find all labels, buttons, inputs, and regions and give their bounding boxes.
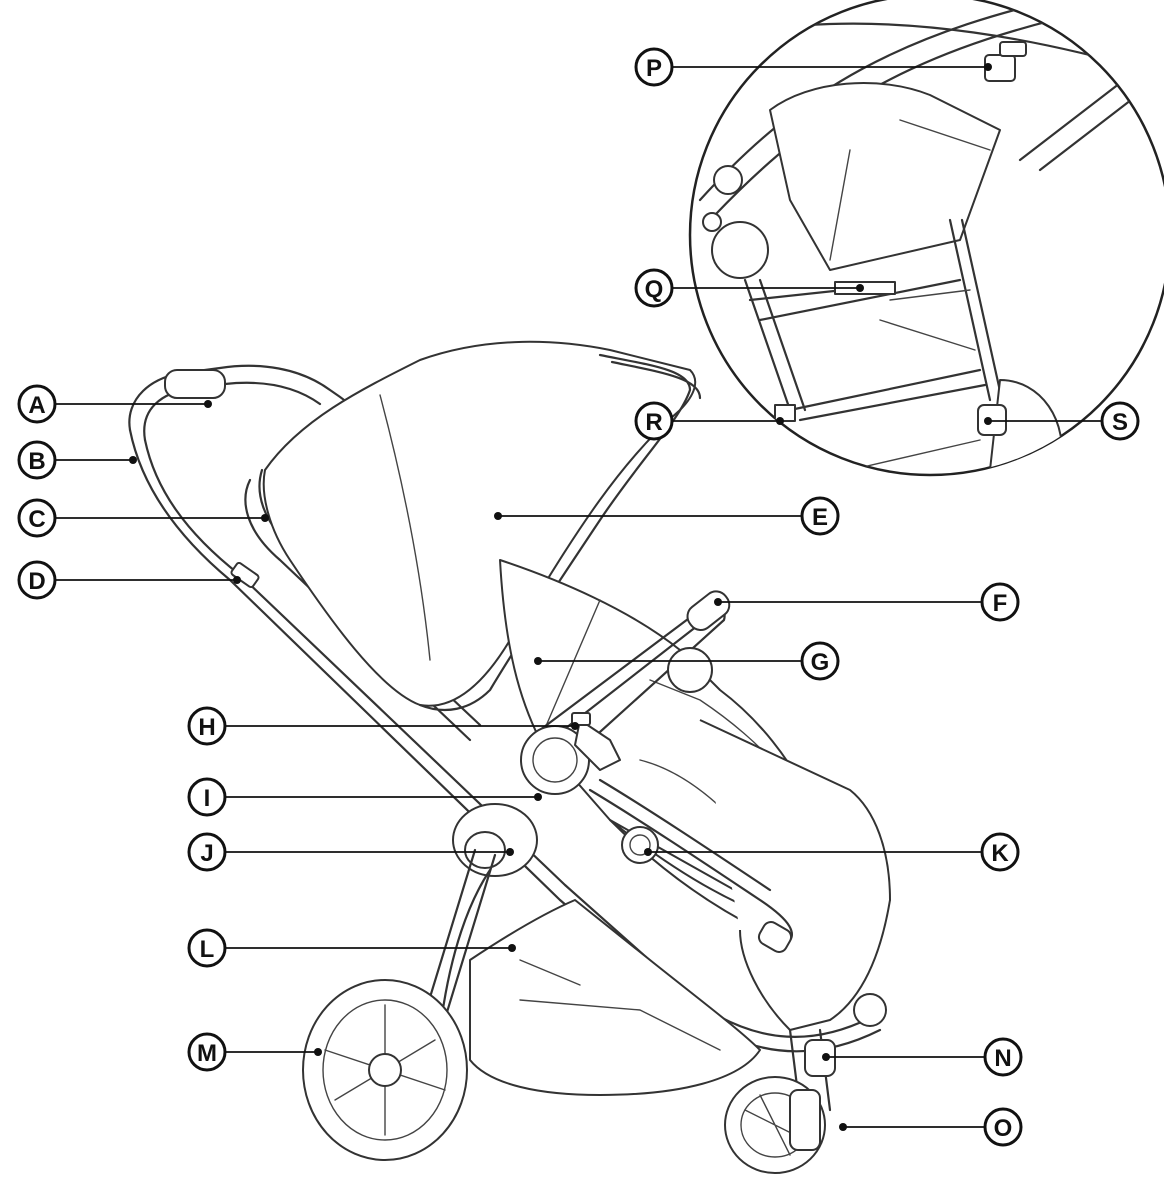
- callout-r: R: [634, 401, 784, 441]
- callout-d: D: [17, 560, 241, 600]
- callout-label-f: F: [993, 590, 1008, 617]
- callout-label-a: A: [28, 392, 45, 419]
- callout-m: M: [187, 1032, 322, 1072]
- callout-label-q: Q: [645, 276, 664, 303]
- callout-i: I: [187, 777, 542, 817]
- callout-label-e: E: [812, 504, 828, 531]
- callout-label-k: K: [991, 840, 1009, 867]
- callout-e: E: [494, 496, 840, 536]
- callout-c: C: [17, 498, 269, 538]
- callout-label-p: P: [646, 55, 662, 82]
- callout-label-c: C: [28, 506, 45, 533]
- callout-q: Q: [634, 268, 864, 308]
- callout-label-h: H: [198, 714, 215, 741]
- callout-o: O: [839, 1107, 1023, 1147]
- callout-label-s: S: [1112, 409, 1128, 436]
- callout-l: L: [187, 928, 516, 968]
- detail-inset: [688, 0, 1164, 477]
- callout-h: H: [187, 706, 579, 746]
- callout-label-b: B: [28, 448, 45, 475]
- callout-label-r: R: [645, 409, 662, 436]
- callout-label-m: M: [197, 1040, 217, 1067]
- callout-p: P: [634, 47, 992, 87]
- stroller-drawing: [128, 340, 891, 1174]
- callout-label-i: I: [204, 785, 211, 812]
- callout-s: S: [984, 401, 1140, 441]
- callout-label-j: J: [200, 840, 213, 867]
- callout-label-n: N: [994, 1045, 1011, 1072]
- callout-label-g: G: [811, 649, 830, 676]
- callout-g: G: [534, 641, 840, 681]
- callout-f: F: [714, 582, 1020, 622]
- callouts: A B C D E: [17, 47, 1140, 1147]
- callout-n: N: [822, 1037, 1023, 1077]
- callout-a: A: [17, 384, 212, 424]
- callout-k: K: [644, 832, 1020, 872]
- callout-label-o: O: [994, 1115, 1013, 1142]
- callout-label-l: L: [200, 936, 215, 963]
- callout-label-d: D: [28, 568, 45, 595]
- callout-j: J: [187, 832, 514, 872]
- callout-b: B: [17, 440, 137, 480]
